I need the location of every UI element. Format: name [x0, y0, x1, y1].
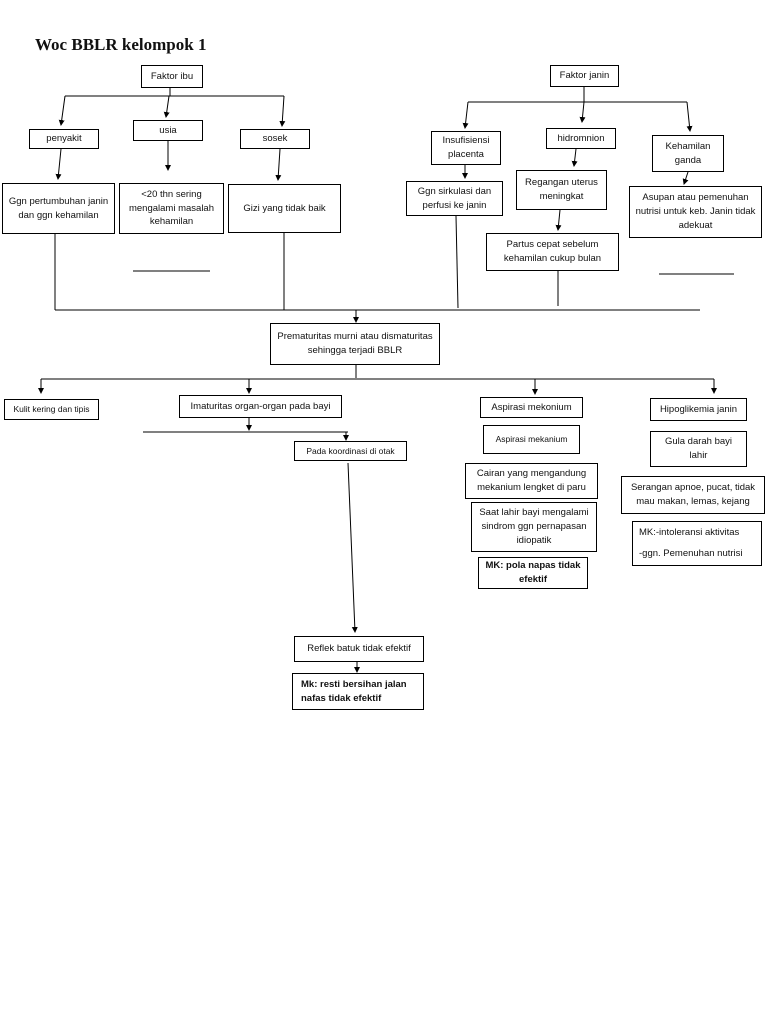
node-kehamilan-ganda: Kehamilan ganda — [652, 135, 724, 172]
node-koordinasi-otak: Pada koordinasi di otak — [294, 441, 407, 461]
node-penyakit: penyakit — [29, 129, 99, 149]
node-gula-darah: Gula darah bayi lahir — [650, 431, 747, 467]
node-mk-pola-napas: MK: pola napas tidak efektif — [478, 557, 588, 589]
node-faktor-janin: Faktor janin — [550, 65, 619, 87]
node-mk-resti: Mk: resti bersihan jalan nafas tidak efe… — [292, 673, 424, 710]
node-prematuritas: Prematuritas murni atau dismaturitas seh… — [270, 323, 440, 365]
mk-intoleransi-line-2: -ggn. Pemenuhan nutrisi — [639, 548, 743, 560]
node-insufisiensi: Insufisiensi placenta — [431, 131, 501, 165]
node-usia: usia — [133, 120, 203, 141]
node-hidromnion: hidromnion — [546, 128, 616, 149]
node-ggn-pertumbuhan: Ggn pertumbuhan janin dan ggn kehamilan — [2, 183, 115, 234]
node-mk-intoleransi: MK:-intoleransi aktivitas -ggn. Pemenuha… — [632, 521, 762, 566]
node-gizi: Gizi yang tidak baik — [228, 184, 341, 233]
node-reflek-batuk: Reflek batuk tidak efektif — [294, 636, 424, 662]
node-cairan-mekanium: Cairan yang mengandung mekanium lengket … — [465, 463, 598, 499]
node-ggn-sirkulasi: Ggn sirkulasi dan perfusi ke janin — [406, 181, 503, 216]
node-saat-lahir: Saat lahir bayi mengalami sindrom ggn pe… — [471, 502, 597, 552]
node-imaturitas: Imaturitas organ-organ pada bayi — [179, 395, 342, 418]
node-aspirasi-mekanium: Aspirasi mekanium — [483, 425, 580, 454]
node-kulit-kering: Kulit kering dan tipis — [4, 399, 99, 420]
node-faktor-ibu: Faktor ibu — [141, 65, 203, 88]
node-sosek: sosek — [240, 129, 310, 149]
mk-intoleransi-line-1: MK:-intoleransi aktivitas — [639, 527, 740, 538]
page-title: Woc BBLR kelompok 1 — [35, 35, 207, 54]
node-usia-kurang-20: <20 thn sering mengalami masalah kehamil… — [119, 183, 224, 234]
node-hipoglikemia: Hipoglikemia janin — [650, 398, 747, 421]
node-asupan: Asupan atau pemenuhan nutrisi untuk keb.… — [629, 186, 762, 238]
node-serangan-apnoe: Serangan apnoe, pucat, tidak mau makan, … — [621, 476, 765, 514]
node-partus: Partus cepat sebelum kehamilan cukup bul… — [486, 233, 619, 271]
node-regangan: Regangan uterus meningkat — [516, 170, 607, 210]
node-aspirasi-mekonium: Aspirasi mekonium — [480, 397, 583, 418]
